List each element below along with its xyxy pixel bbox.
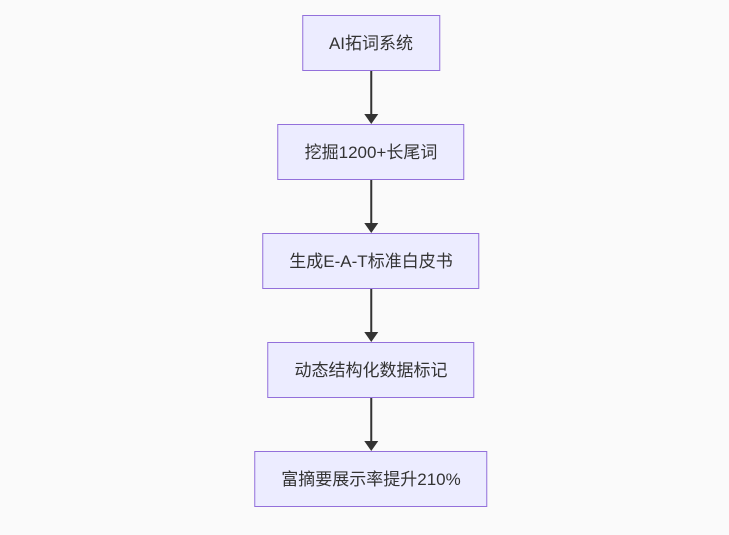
flow-node-rich-snippet-uplift: 富摘要展示率提升210%: [254, 451, 488, 507]
node-label: 富摘要展示率提升210%: [281, 469, 461, 489]
arrow-line: [369, 180, 372, 224]
node-label: 生成E-A-T标准白皮书: [289, 251, 453, 271]
arrow-line: [369, 398, 372, 442]
arrow-down-icon: [363, 114, 378, 124]
flow-arrow-1: [363, 71, 378, 124]
node-label: AI拓词系统: [328, 33, 414, 53]
arrow-down-icon: [363, 332, 378, 342]
flowchart: AI拓词系统 挖掘1200+长尾词 生成E-A-T标准白皮书 动态结构化数据标记…: [254, 15, 488, 507]
arrow-line: [369, 71, 372, 115]
arrow-line: [369, 289, 372, 333]
node-label: 挖掘1200+长尾词: [304, 142, 438, 162]
flow-arrow-4: [363, 398, 378, 451]
flow-node-ai-keyword-system: AI拓词系统: [301, 15, 441, 71]
arrow-down-icon: [363, 441, 378, 451]
arrow-down-icon: [363, 223, 378, 233]
flow-node-longtail-mining: 挖掘1200+长尾词: [277, 124, 465, 180]
node-label: 动态结构化数据标记: [294, 360, 448, 380]
flow-arrow-3: [363, 289, 378, 342]
flow-node-eat-whitepaper: 生成E-A-T标准白皮书: [262, 233, 480, 289]
flow-arrow-2: [363, 180, 378, 233]
flow-node-structured-data-markup: 动态结构化数据标记: [267, 342, 475, 398]
